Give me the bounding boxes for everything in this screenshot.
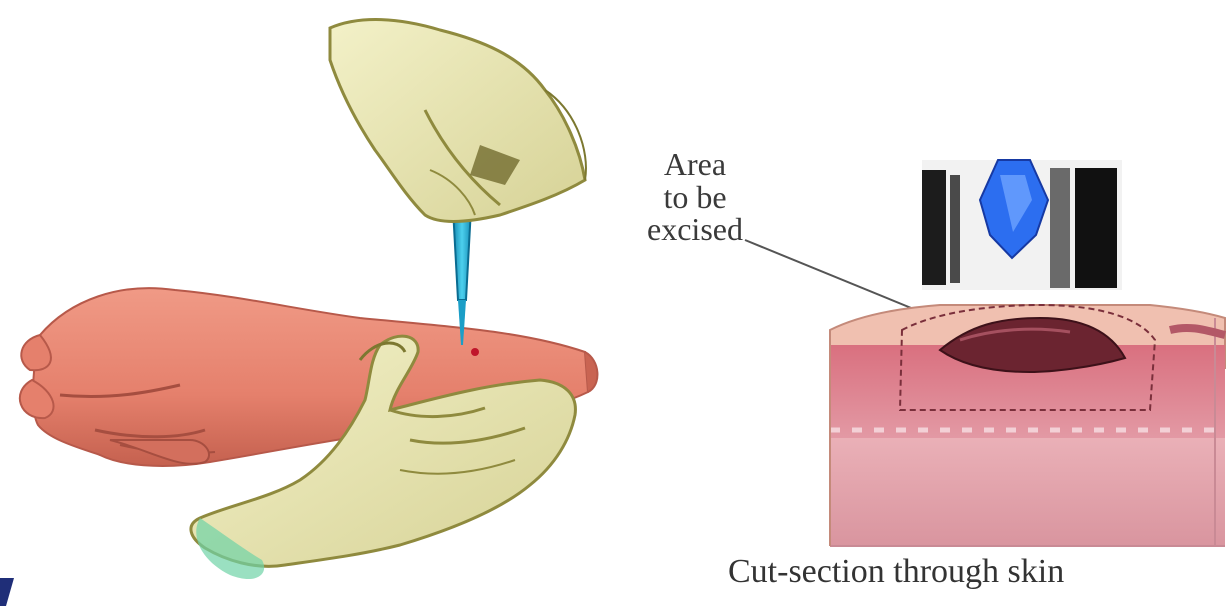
figure-caption: Cut-section through skin [728,555,1228,590]
incision-site [471,348,479,356]
gloved-hand-upper [330,20,586,222]
label-line-1: Area [600,148,790,181]
corner-accent [0,578,14,606]
label-line-3: excised [600,213,790,246]
skin-cross-section [830,305,1225,546]
label-line-2: to be [600,181,790,214]
punch-tool [922,160,1122,290]
area-to-be-excised-label: Area to be excised [600,148,790,246]
